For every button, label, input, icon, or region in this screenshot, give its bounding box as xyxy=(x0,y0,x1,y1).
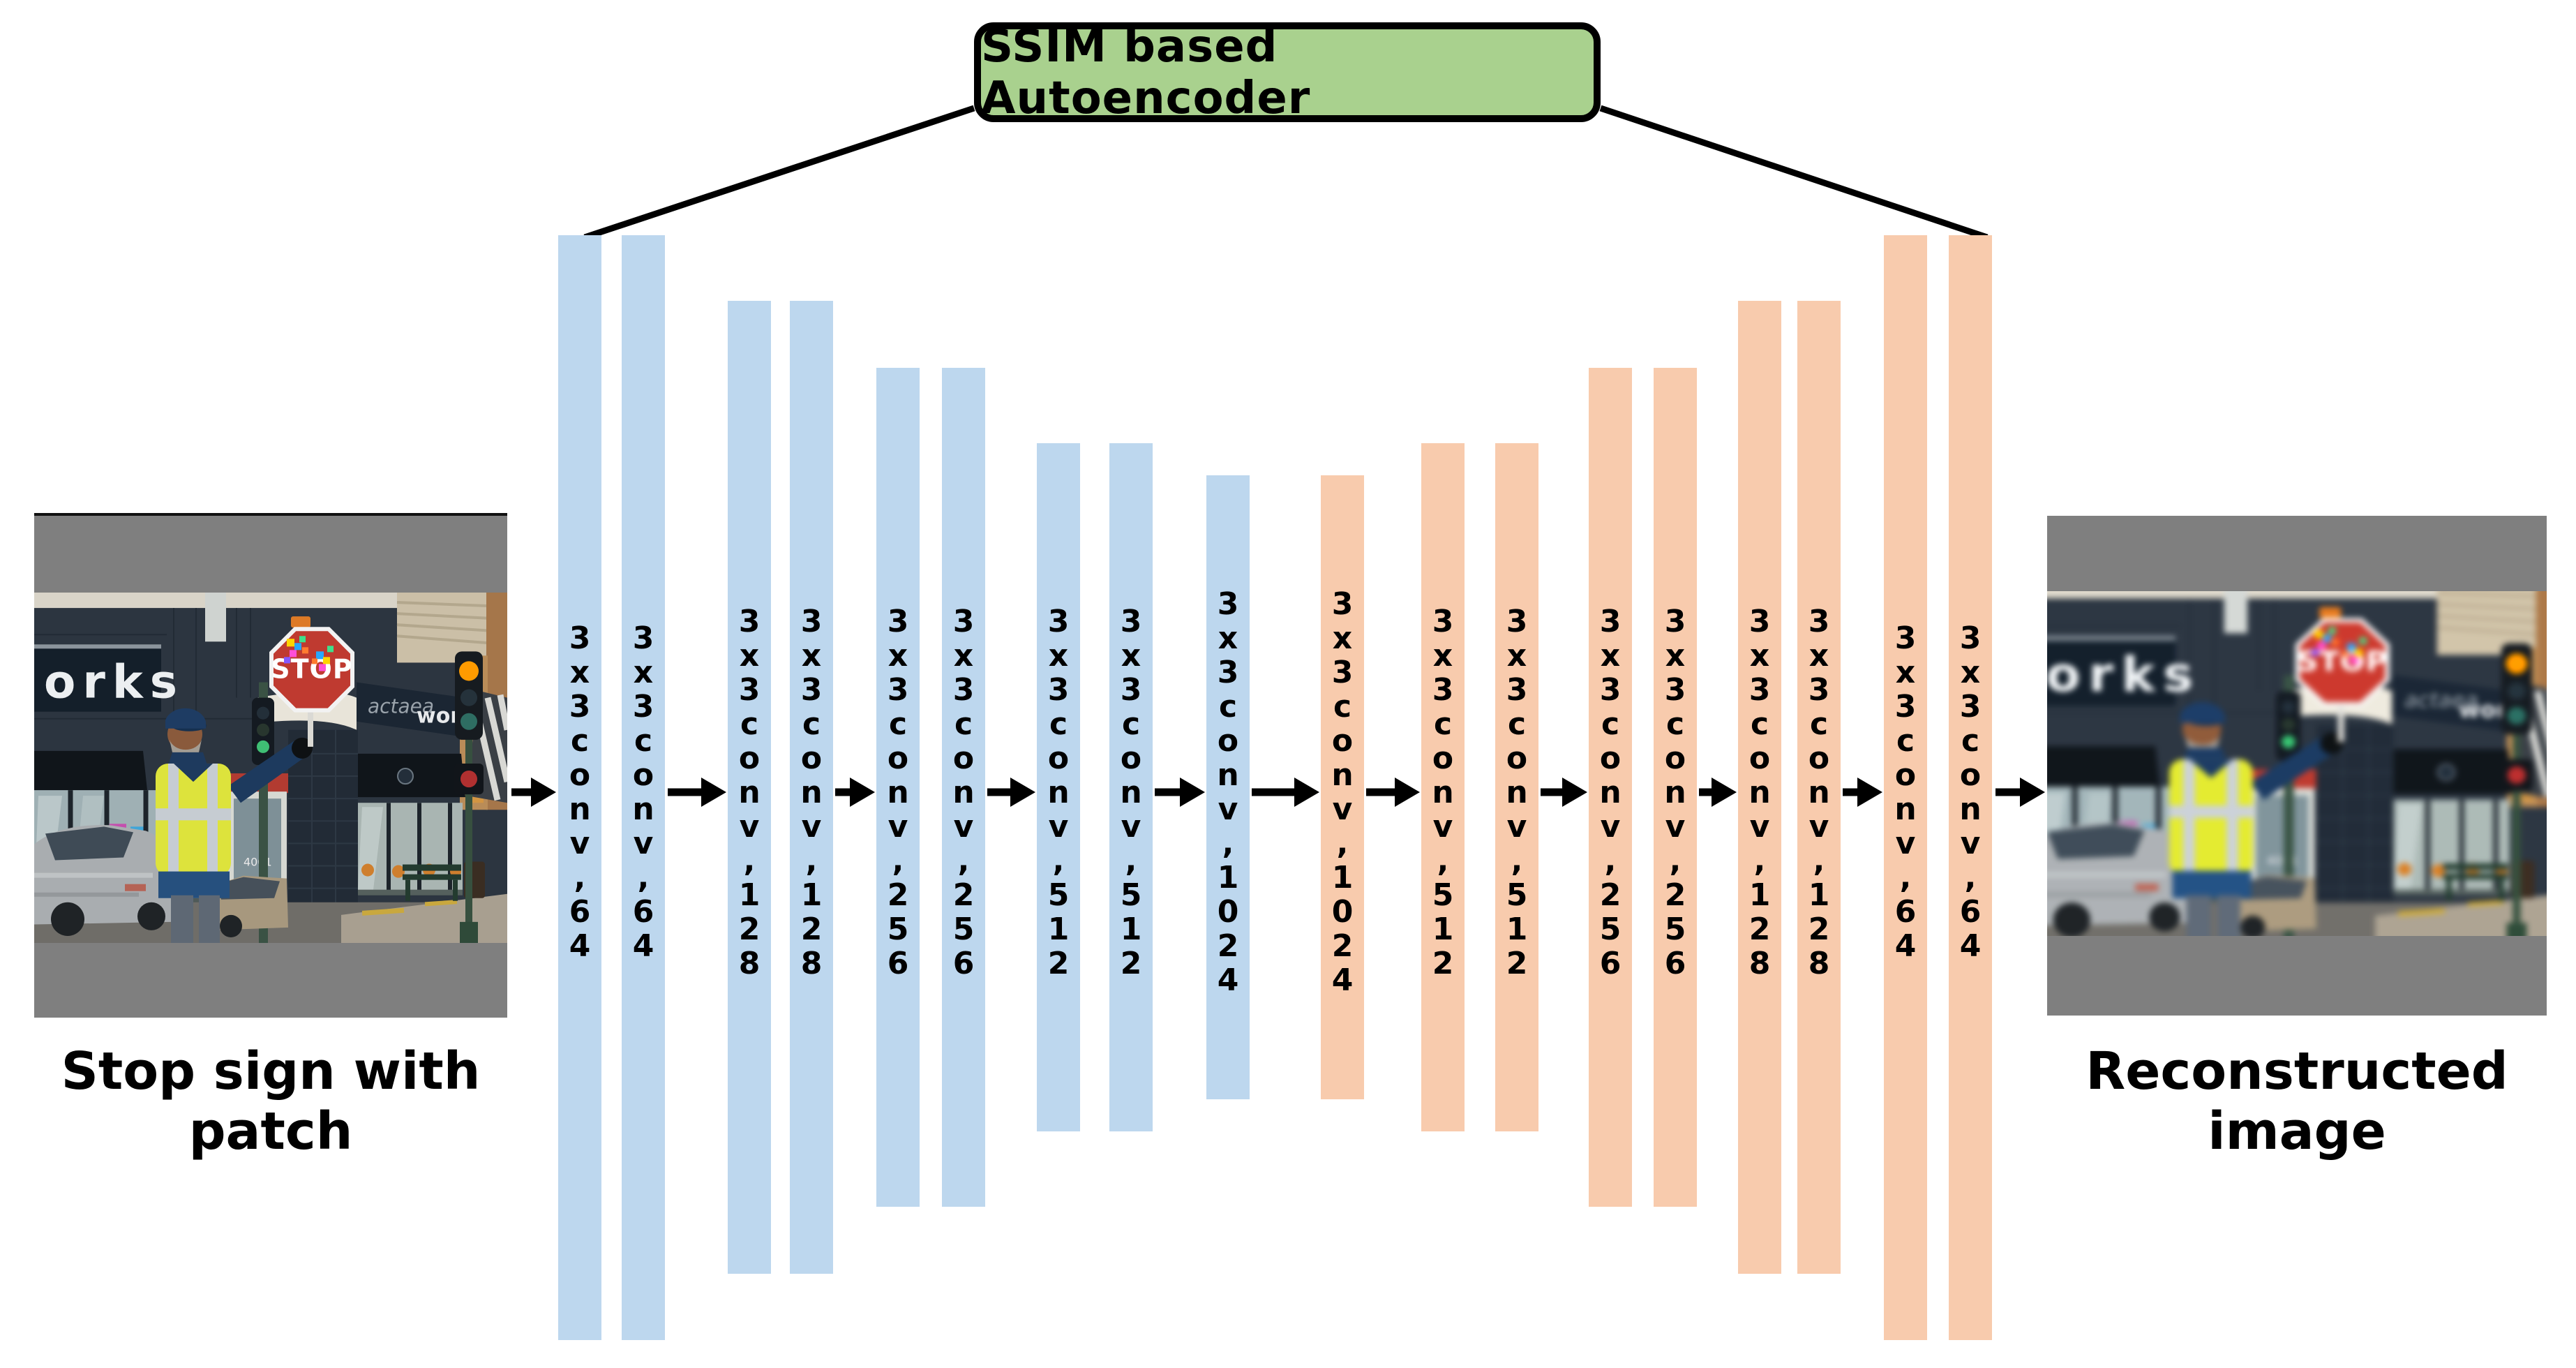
arrowhead-icon xyxy=(531,778,556,807)
arrowhead-icon xyxy=(2020,778,2045,807)
arrowhead-icon xyxy=(1395,778,1420,807)
reconstructed-caption: Reconstructed image xyxy=(2085,1041,2508,1161)
title-label: SSIM based Autoencoder xyxy=(981,20,1311,124)
title-connector-line xyxy=(583,105,975,241)
input-image-panel xyxy=(34,513,507,1018)
arrowhead-icon xyxy=(850,778,875,807)
input-photo xyxy=(34,593,507,943)
flow-arrow xyxy=(1252,778,1319,807)
flow-arrow xyxy=(668,778,726,807)
title-connector-line xyxy=(1599,105,1989,241)
arrowhead-icon xyxy=(1010,778,1035,807)
flow-arrow xyxy=(1995,778,2045,807)
flow-arrow xyxy=(1155,778,1205,807)
flow-arrow xyxy=(987,778,1035,807)
arrowhead-icon xyxy=(701,778,726,807)
arrowhead-icon xyxy=(1857,778,1882,807)
flow-arrow xyxy=(1843,778,1882,807)
flow-arrow xyxy=(1366,778,1420,807)
input-caption: Stop sign with patch xyxy=(61,1041,481,1161)
flow-arrow xyxy=(511,778,556,807)
flow-arrow xyxy=(1541,778,1587,807)
arrowhead-icon xyxy=(1180,778,1205,807)
arrowhead-icon xyxy=(1562,778,1587,807)
flow-arrow xyxy=(1699,778,1737,807)
reconstructed-image-panel xyxy=(2047,516,2547,1016)
reconstructed-photo xyxy=(2047,591,2547,936)
autoencoder-title-box: SSIM based Autoencoder xyxy=(974,20,1601,124)
arrowhead-icon xyxy=(1712,778,1737,807)
arrowhead-icon xyxy=(1294,778,1319,807)
flow-arrow xyxy=(835,778,875,807)
